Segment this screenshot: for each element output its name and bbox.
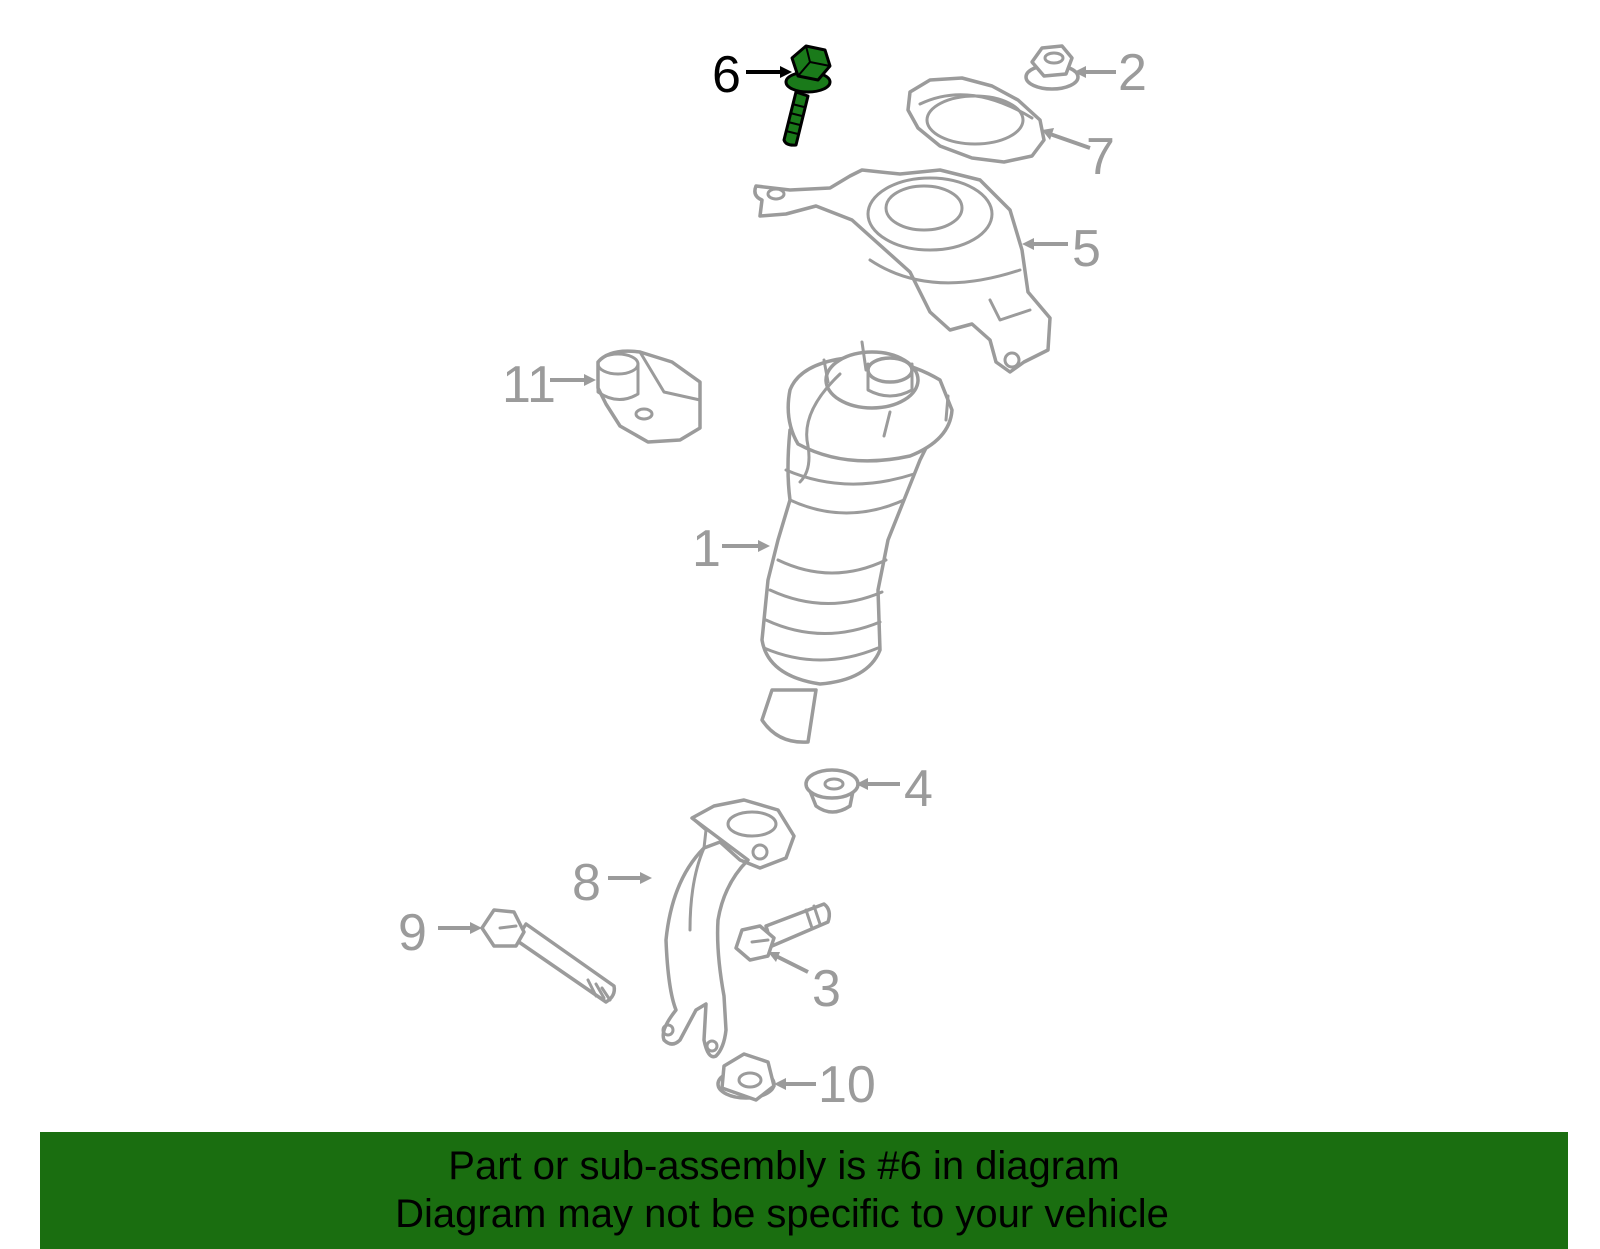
callout-10: 10 [818, 1056, 876, 1114]
part-2-nut[interactable] [1024, 44, 1080, 91]
part-5-upper-mount[interactable] [753, 168, 1052, 374]
part-8-fork-link[interactable] [661, 798, 796, 1059]
banner-disclaimer: Diagram may not be specific to your vehi… [395, 1192, 1169, 1236]
callout-9: 9 [398, 904, 427, 962]
part-7-seat-ring[interactable] [906, 76, 1046, 164]
callout-4: 4 [904, 760, 933, 818]
callout-2: 2 [1118, 44, 1147, 102]
part-9-long-bolt[interactable] [480, 908, 617, 1004]
part-11-bracket[interactable] [596, 349, 702, 444]
callout-8: 8 [572, 854, 601, 912]
callout-3: 3 [812, 960, 841, 1018]
callout-1: 1 [692, 520, 721, 578]
info-banner: Part or sub-assembly is #6 in diagram Di… [40, 1132, 1568, 1249]
callout-11: 11 [502, 356, 556, 414]
leader-lines [438, 66, 1116, 1090]
part-6-bolt[interactable] [782, 44, 832, 147]
part-4-bushing[interactable] [804, 768, 860, 814]
callout-5: 5 [1072, 220, 1101, 278]
banner-part-note: Part or sub-assembly is #6 in diagram [448, 1144, 1120, 1188]
callout-6: 6 [712, 46, 741, 104]
part-10-flange-nut[interactable] [716, 1052, 776, 1102]
callout-labels: 6 2 7 5 11 1 4 8 9 3 10 [398, 44, 1147, 1114]
callout-7: 7 [1086, 128, 1115, 186]
part-1-air-strut[interactable] [760, 340, 954, 744]
part-3-bolt[interactable] [734, 902, 832, 962]
